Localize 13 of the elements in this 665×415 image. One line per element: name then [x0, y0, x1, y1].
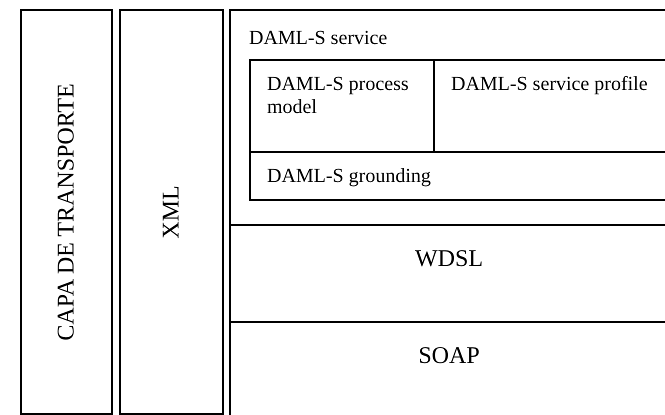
layer-label: CAPA DE TRANSPORTE	[55, 83, 78, 341]
layer-label: DAML-S service profile	[451, 73, 649, 96]
layer-label: DAML-S process model	[267, 73, 410, 119]
component-box	[249, 151, 665, 201]
layer-label: DAML-S grounding	[267, 165, 432, 188]
layer-label: WDSL	[414, 248, 484, 271]
layer-label: SOAP	[417, 345, 481, 368]
layer-column	[20, 9, 113, 415]
component-box	[249, 59, 435, 153]
layer-column	[119, 9, 224, 415]
layer-label: XML	[160, 185, 183, 239]
layer-label: DAML-S service	[249, 27, 388, 50]
layer-panel	[229, 9, 665, 226]
